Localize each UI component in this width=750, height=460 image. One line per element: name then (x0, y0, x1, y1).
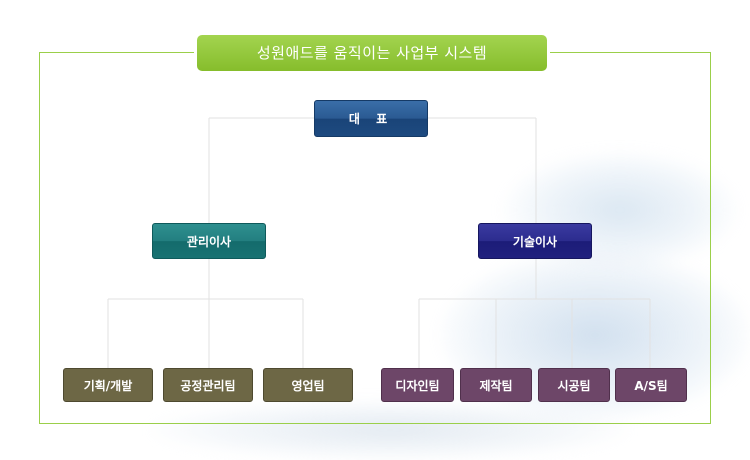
node-manager-admin: 관리이사 (152, 223, 266, 259)
node-team-process: 공정관리팀 (163, 368, 253, 402)
node-manager-tech: 기술이사 (478, 223, 592, 259)
node-team-construction: 시공팀 (538, 368, 610, 402)
node-team-design: 디자인팀 (381, 368, 454, 402)
node-team-production: 제작팀 (460, 368, 532, 402)
node-ceo: 대 표 (314, 100, 428, 137)
connector-lines (107, 117, 651, 368)
node-team-sales: 영업팀 (263, 368, 353, 402)
chart-title: 성원애드를 움직이는 사업부 시스템 (197, 35, 547, 71)
org-chart: 성원애드를 움직이는 사업부 시스템 대 표 관리이사 기술이사 기획/개발 공… (39, 35, 750, 460)
node-team-planning: 기획/개발 (63, 368, 153, 402)
node-team-as: A/S팀 (615, 368, 687, 402)
